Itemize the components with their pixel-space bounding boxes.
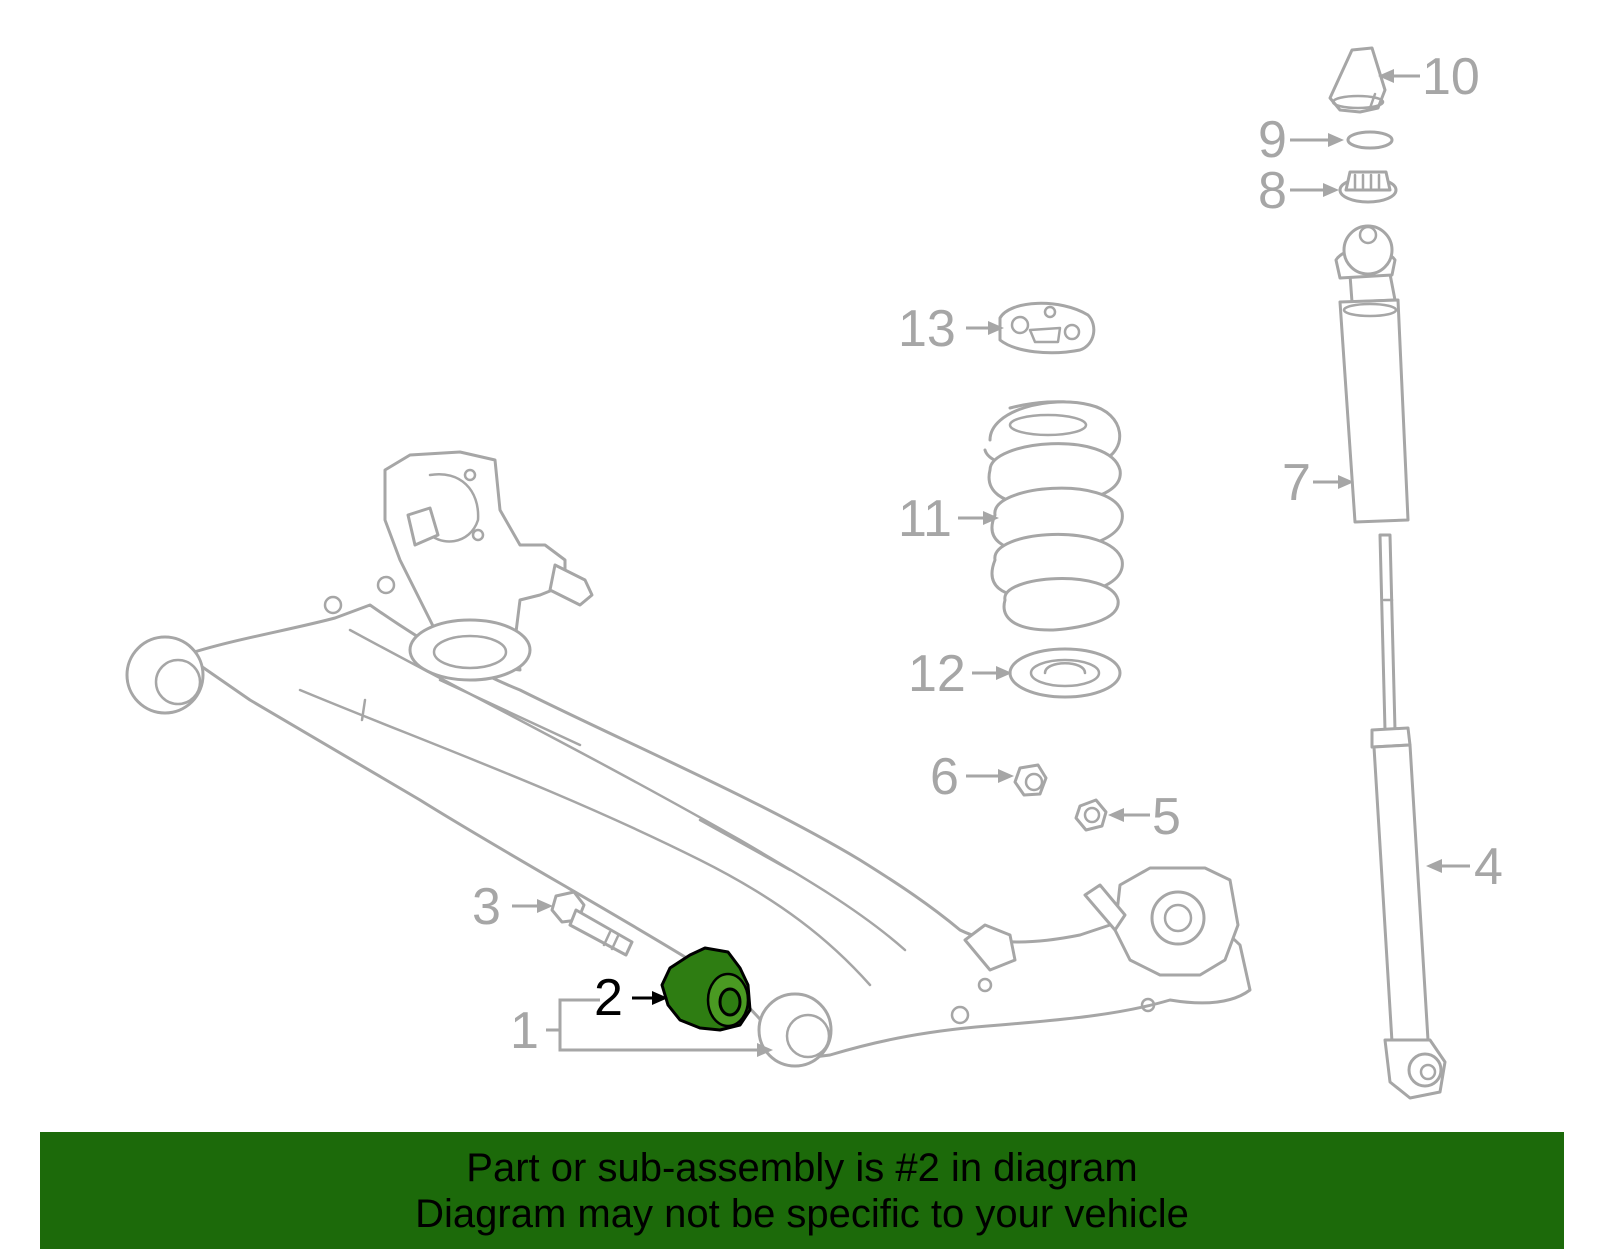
arrowhead-4: [1426, 859, 1442, 873]
callout-13: 13: [898, 300, 956, 358]
arrowhead-10: [1378, 69, 1394, 83]
mount-part-8[interactable]: [1338, 170, 1398, 204]
arrowhead-5: [1108, 808, 1124, 822]
axle-beam-part-1[interactable]: [125, 450, 1252, 1068]
banner-disclaimer-line: Diagram may not be specific to your vehi…: [415, 1191, 1189, 1236]
callout-10: 10: [1422, 48, 1480, 106]
callout-1: 1: [510, 1002, 539, 1060]
callout-3: 3: [472, 878, 501, 936]
banner-part-line: Part or sub-assembly is #2 in diagram: [466, 1145, 1138, 1190]
callout-2: 2: [594, 969, 623, 1027]
bushing-part-2[interactable]: [660, 946, 752, 1032]
leader-1: [546, 998, 760, 1052]
arrowhead-9: [1328, 133, 1344, 147]
bolt-part-3[interactable]: [550, 890, 634, 957]
info-banner: Part or sub-assembly is #2 in diagram Di…: [40, 1132, 1564, 1249]
dust-cover-part-7[interactable]: [1334, 224, 1410, 524]
bolt-part-6[interactable]: [1013, 763, 1048, 797]
callout-4: 4: [1474, 838, 1503, 896]
arrowhead-7: [1338, 475, 1354, 489]
arrowhead-11: [983, 511, 999, 525]
bump-stop-part-10[interactable]: [1328, 46, 1387, 114]
callout-5: 5: [1152, 788, 1181, 846]
ring-part-9[interactable]: [1346, 130, 1394, 150]
callout-11: 11: [898, 490, 952, 548]
callout-7: 7: [1282, 454, 1311, 512]
callout-9: 9: [1258, 111, 1287, 169]
arrowhead-13: [988, 321, 1004, 335]
nut-part-5[interactable]: [1074, 798, 1108, 832]
arrowhead-1: [757, 1043, 773, 1057]
insulator-part-13[interactable]: [998, 301, 1096, 355]
coil-spring-part-11[interactable]: [983, 400, 1124, 632]
arrowhead-6: [998, 769, 1014, 783]
callout-8: 8: [1258, 162, 1287, 220]
arrowhead-12: [996, 666, 1012, 680]
callout-12: 12: [908, 645, 966, 703]
arrowhead-8: [1323, 183, 1339, 197]
shock-absorber-part-4[interactable]: [1370, 533, 1447, 1100]
callout-6: 6: [930, 748, 959, 806]
arrowhead-2: [652, 991, 668, 1005]
arrowhead-3: [537, 899, 553, 913]
spring-seat-part-12[interactable]: [1008, 647, 1122, 699]
